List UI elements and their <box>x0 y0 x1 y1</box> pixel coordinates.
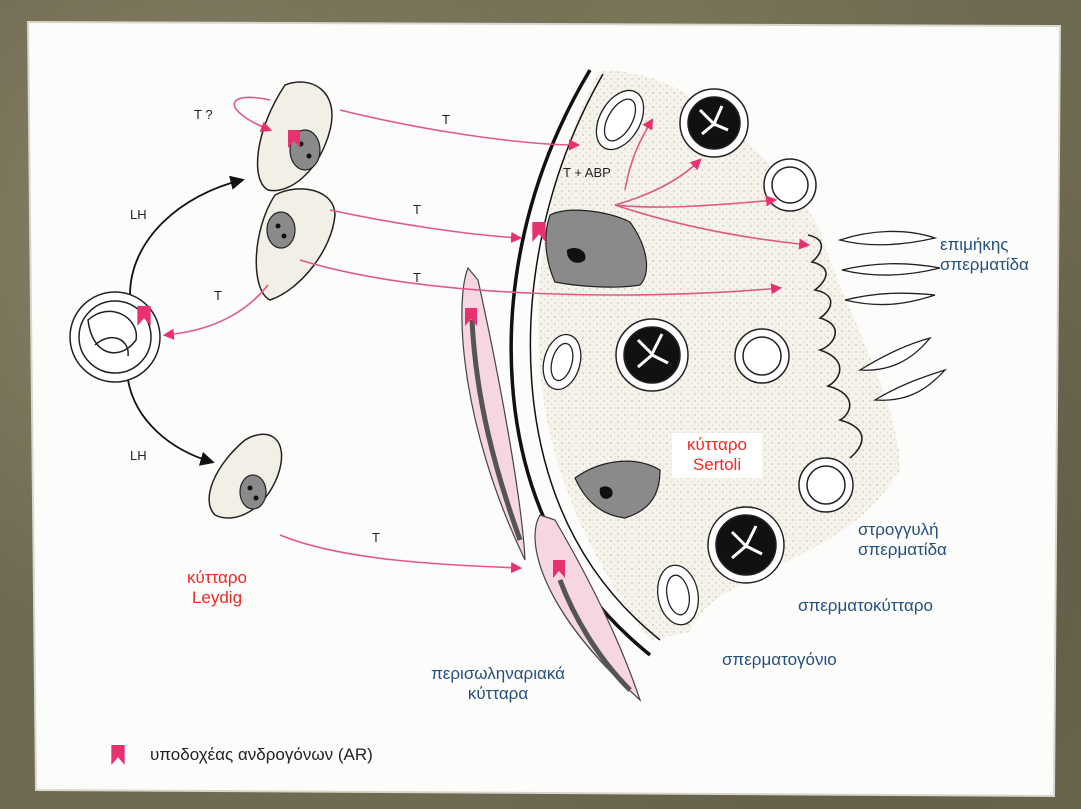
label-lh-1: LH <box>130 207 147 222</box>
label-t-3: T <box>413 270 421 285</box>
peritubular-cells-label: περισωληναριακά κύτταρα <box>398 664 598 705</box>
sertoli-label-line-1: κύτταρο <box>672 435 762 455</box>
elongated-label-line-1: επιμήκης <box>940 235 1029 255</box>
round-spermatid-label: στρογγυλή σπερματίδα <box>858 520 947 561</box>
elongated-label-line-2: σπερματίδα <box>940 255 1029 275</box>
spermatocyte-label: σπερματοκύτταρο <box>798 596 933 616</box>
leydig-label-line-2: Leydig <box>164 588 270 608</box>
round-label-line-2: σπερματίδα <box>858 540 947 560</box>
label-t-1: T <box>442 112 450 127</box>
sertoli-cell-label: κύτταρο Sertoli <box>672 433 762 478</box>
label-lh-2: LH <box>130 448 147 463</box>
legend-label: υποδοχέας ανδρογόνων (AR) <box>150 745 373 765</box>
leydig-label-line-1: κύτταρο <box>164 568 270 588</box>
label-t-4: T <box>214 288 222 303</box>
spermatogonium-label: σπερματογόνιο <box>722 650 837 670</box>
leydig-cell-label: κύτταρο Leydig <box>164 568 270 609</box>
label-t-question: T ? <box>194 107 213 122</box>
label-t-abp: T + ABP <box>563 165 611 180</box>
target-cell <box>70 292 160 382</box>
peritubular-label-line-2: κύτταρα <box>398 684 598 704</box>
elongated-spermatid-label: επιμήκης σπερματίδα <box>940 235 1029 276</box>
round-label-line-1: στρογγυλή <box>858 520 947 540</box>
peritubular-label-line-1: περισωληναριακά <box>398 664 598 684</box>
sertoli-label-line-2: Sertoli <box>672 455 762 475</box>
label-t-5: T <box>372 530 380 545</box>
label-t-2: T <box>413 202 421 217</box>
